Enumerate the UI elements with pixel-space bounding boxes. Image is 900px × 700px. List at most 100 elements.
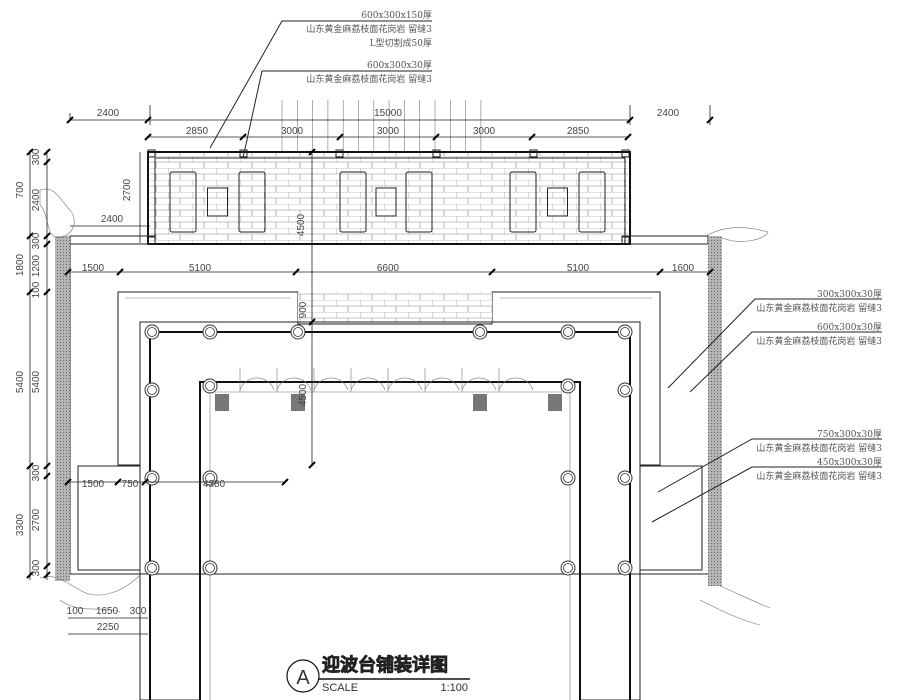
- dimension-tick: [43, 240, 51, 248]
- column-inner: [205, 563, 215, 573]
- pier: [291, 394, 305, 411]
- column-inner: [620, 385, 630, 395]
- scale-value: 1:100: [440, 682, 468, 694]
- dimension-tick: [624, 133, 632, 141]
- note-material: 山东黄金麻荔枝面花岗岩 留缝3: [756, 335, 882, 347]
- dim-text: 300: [31, 464, 42, 481]
- column: [560, 378, 576, 394]
- note-material: 山东黄金麻荔枝面花岗岩 留缝3: [306, 73, 432, 85]
- dim-text: 4500: [296, 213, 307, 236]
- dim-text: 100: [67, 606, 84, 617]
- dimension-tick: [26, 462, 34, 470]
- door-arc: [276, 377, 312, 391]
- dimension-tick: [432, 133, 440, 141]
- column-inner: [563, 473, 573, 483]
- dimension-tick: [144, 116, 152, 124]
- dim-text: 3300: [15, 513, 26, 536]
- dim-text: 5400: [15, 370, 26, 393]
- dim-text: 1800: [15, 253, 26, 276]
- column: [617, 560, 633, 576]
- column: [144, 470, 160, 486]
- sofa: [405, 171, 433, 233]
- drawing-title: 迎波台铺装详图: [322, 654, 448, 676]
- dimension-tick: [308, 318, 316, 326]
- column-inner: [620, 563, 630, 573]
- column: [202, 470, 218, 486]
- right-side-strip: [621, 235, 709, 245]
- note-size: 300x300x30厚: [817, 289, 882, 300]
- column: [202, 378, 218, 394]
- door-arc: [424, 377, 460, 391]
- door-arc: [461, 377, 497, 391]
- column: [560, 470, 576, 486]
- coffee-table: [547, 187, 568, 217]
- pier: [548, 394, 562, 411]
- dim-text: 1500: [82, 263, 105, 274]
- pavilion-brick-field: [150, 152, 628, 244]
- column: [202, 324, 218, 340]
- dim-text: 2400: [31, 188, 42, 211]
- material-notes-right: 300x300x30厚 山东黄金麻荔枝面花岗岩 留缝3 600x300x30厚 …: [651, 289, 882, 523]
- column: [144, 382, 160, 398]
- dimension-tick: [43, 288, 51, 296]
- dimension-tick: [43, 462, 51, 470]
- left-dimensions: 700 1800 5400 3300 300 2400 300 1200 100…: [15, 148, 42, 576]
- dimension-tick: [336, 133, 344, 141]
- note-material: 山东黄金麻荔枝面花岗岩 留缝3: [756, 470, 882, 482]
- dimension-tick: [43, 148, 51, 156]
- dim-text: 6600: [377, 263, 400, 274]
- furniture-groups: [169, 171, 606, 233]
- dimension-tick: [116, 268, 124, 276]
- dimension-tick: [43, 158, 51, 166]
- upper-railing: [281, 100, 482, 152]
- tile-band: [139, 321, 641, 700]
- column-inner: [293, 327, 303, 337]
- dimension-tick: [64, 268, 72, 276]
- top-dimensions: 2400 15000 2400 2850 3000 3000 3000 2850: [97, 108, 680, 137]
- column-inner: [147, 327, 157, 337]
- dimension-lines: [26, 105, 714, 635]
- dimension-tick: [308, 148, 316, 156]
- dim-text: 1200: [31, 254, 42, 277]
- post: [335, 149, 344, 158]
- column: [560, 324, 576, 340]
- note-size: 450x300x30厚: [817, 457, 882, 468]
- piers: [215, 394, 562, 411]
- dim-text: 2400: [97, 108, 120, 119]
- right-stone-edge: [708, 236, 722, 586]
- note-extra: L型切割成50厚: [370, 37, 432, 49]
- dim-text: 3000: [377, 126, 400, 137]
- dimension-tick: [292, 268, 300, 276]
- note-material: 山东黄金麻荔枝面花岗岩 留缝3: [756, 442, 882, 454]
- dimension-tick: [26, 232, 34, 240]
- column-inner: [475, 327, 485, 337]
- coffee-table: [375, 187, 397, 217]
- column-inner: [205, 327, 215, 337]
- sofa: [509, 171, 537, 233]
- dim-text: 3000: [473, 126, 496, 137]
- door-arc: [350, 377, 386, 391]
- sofa: [169, 171, 197, 233]
- dim-text: 750: [122, 479, 139, 490]
- dim-text: 100: [31, 281, 42, 298]
- column: [617, 382, 633, 398]
- pier: [215, 394, 229, 411]
- column-inner: [147, 473, 157, 483]
- door-arc: [498, 377, 534, 391]
- rock-outline-right: [699, 227, 771, 626]
- dim-text: 2250: [97, 622, 120, 633]
- dim-text: 4380: [203, 479, 226, 490]
- note-size: 600x300x30厚: [367, 60, 432, 71]
- dim-text: 5100: [189, 263, 212, 274]
- dimension-tick: [64, 478, 72, 486]
- dim-text: 2700: [122, 178, 133, 201]
- dim-text: 1650: [96, 606, 119, 617]
- scale-label: SCALE: [322, 682, 358, 694]
- pier: [473, 394, 487, 411]
- post: [621, 236, 630, 245]
- left-lower-brick: [77, 465, 141, 571]
- post: [529, 149, 538, 158]
- column: [617, 324, 633, 340]
- dimension-tick: [43, 232, 51, 240]
